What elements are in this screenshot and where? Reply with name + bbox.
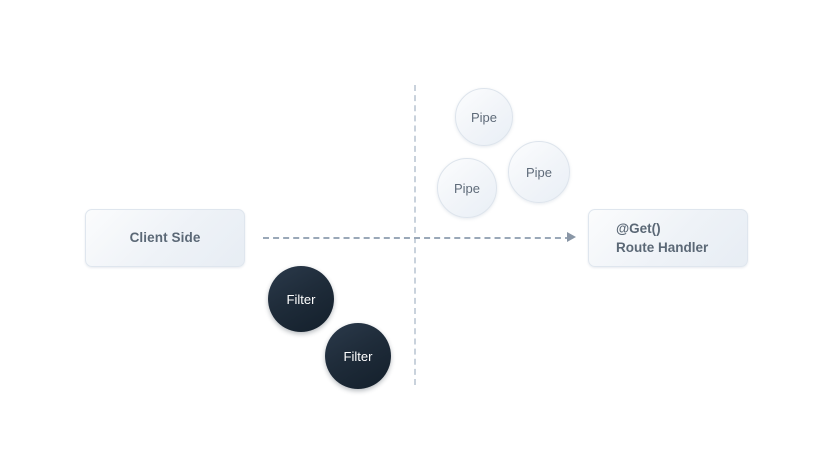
vertical-dashed-divider [414, 85, 416, 385]
filter-label: Filter [343, 348, 373, 364]
route-handler-decorator-label: @Get() [616, 221, 661, 236]
route-handler-label-group: @Get() Route Handler [616, 219, 708, 257]
pipe-circle[interactable]: Pipe [437, 158, 497, 218]
pipe-circle[interactable]: Pipe [508, 141, 570, 203]
filter-circle[interactable]: Filter [268, 266, 334, 332]
pipe-label: Pipe [525, 164, 553, 180]
pipe-label: Pipe [470, 109, 498, 125]
filter-label: Filter [286, 291, 316, 307]
pipe-circle[interactable]: Pipe [455, 88, 513, 146]
request-flow-dashed-arrow-line [263, 237, 571, 239]
client-side-box[interactable]: Client Side [85, 209, 245, 267]
filter-circle[interactable]: Filter [325, 323, 391, 389]
pipe-label: Pipe [453, 180, 481, 196]
route-handler-box[interactable]: @Get() Route Handler [588, 209, 748, 267]
client-side-label: Client Side [129, 230, 201, 245]
request-flow-arrowhead-icon [567, 232, 576, 242]
route-handler-title-label: Route Handler [616, 240, 709, 255]
